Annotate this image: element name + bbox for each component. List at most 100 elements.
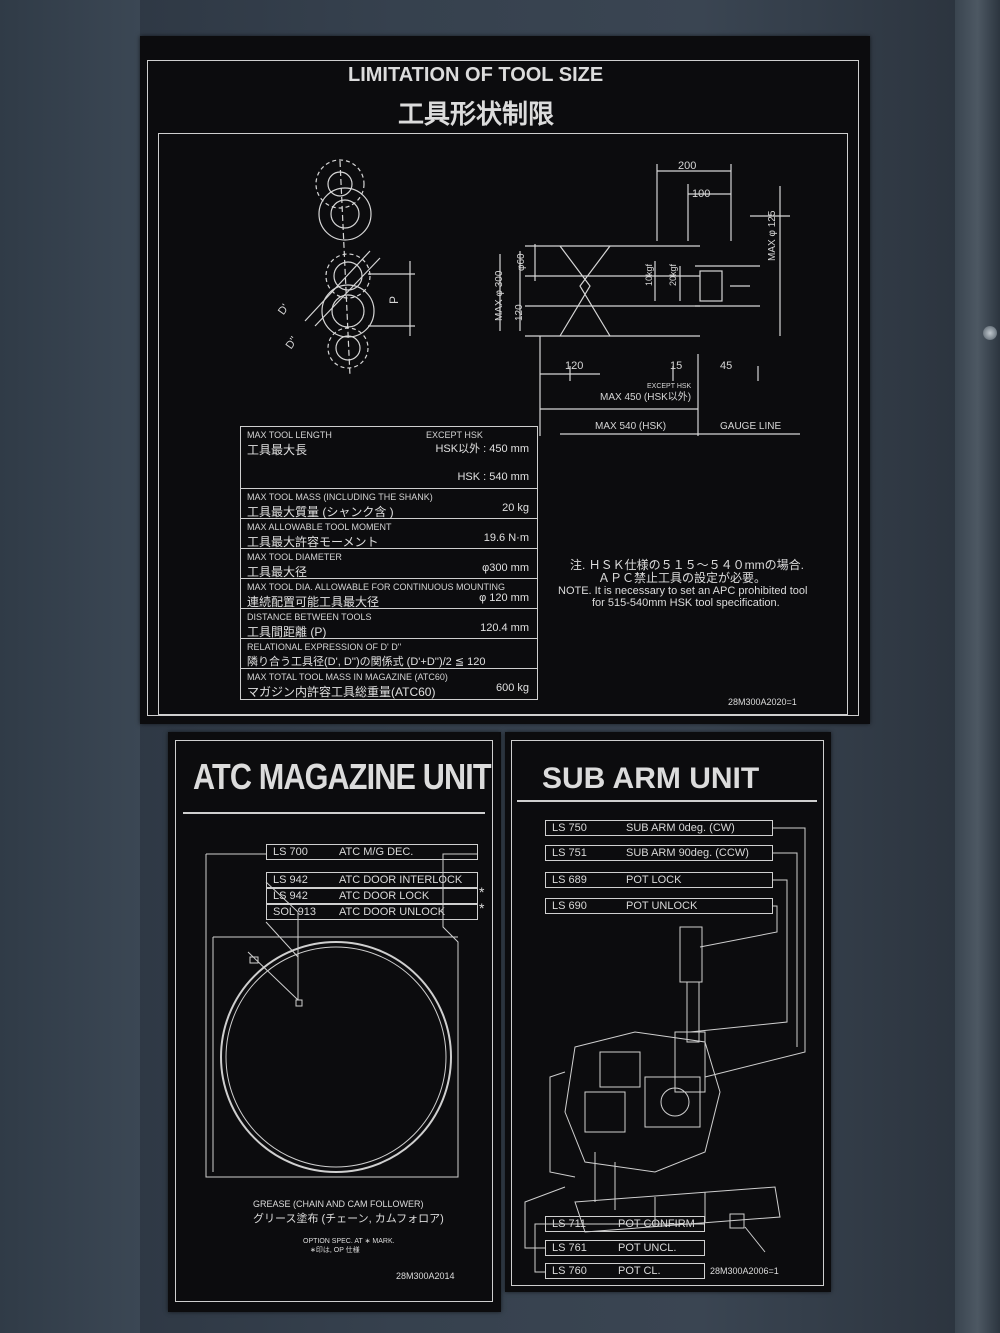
switch-desc: SUB ARM 0deg. (CW) [626,822,735,834]
switch-label-row: LS 760 POT CL. [545,1263,705,1279]
switch-desc: POT CL. [618,1265,661,1277]
note-jp-line-2: ＡＰＣ禁止工具の設定が必要。 [598,571,767,585]
spec-label-en: DISTANCE BETWEEN TOOLS [247,612,372,622]
dim-200: 200 [678,160,696,172]
plate-frame [147,60,859,716]
spec-table: MAX TOOL LENGTH EXCEPT HSK 工具最大長 HSK以外 :… [240,426,538,700]
magazine-chain-circle [220,941,452,1173]
spec-value: 19.6 N·m [483,532,529,544]
spec-label-jp: 工具最大長 [247,443,308,457]
switch-id: LS 942 [273,890,308,902]
switch-label-row: LS 751 SUB ARM 90deg. (CCW) [545,845,773,861]
spec-label-en: MAX TOOL LENGTH [247,430,332,440]
label-d-double-prime: D'' [284,335,301,352]
spec-label-jp: 工具最大許容モーメント [247,535,379,549]
switch-desc: ATC DOOR UNLOCK [339,906,446,918]
sub-arm-plate: SUB ARM UNIT LS 750 SUB ARM 0deg. (CW) L… [505,732,831,1292]
plate-title-en: LIMITATION OF TOOL SIZE [348,64,604,86]
spec-row: MAX ALLOWABLE TOOL MOMENT 工具最大許容モーメント 19… [241,519,537,549]
switch-desc: POT CONFIRM [618,1218,695,1230]
switch-label-row: LS 711 POT CONFIRM [545,1216,705,1232]
switch-id: SOL 913 [273,906,317,918]
dim-100: 100 [692,188,710,200]
spec-row: MAX TOOL DIAMETER 工具最大径 φ300 mm [241,549,537,579]
option-star-mark: * [479,884,485,900]
spec-label-jp: 連続配置可能工具最大径 [247,595,380,609]
panel-right-edge [955,0,1000,1333]
spec-label-jp: 隣り合う工具径(D', D'')の関係式 (D'+D'')/2 ≦ 120 [247,656,486,668]
dim-10kgf: 10kgf [644,263,654,286]
switch-label-row: LS 761 POT UNCL. [545,1240,705,1256]
pot-circle [330,199,360,229]
sub-arm-title: SUB ARM UNIT [542,762,760,795]
switch-id: LS 761 [552,1242,587,1254]
spec-label-en: MAX TOTAL TOOL MASS IN MAGAZINE (ATC60) [247,672,448,682]
dim-max-450: MAX 450 (HSK以外) [600,391,691,403]
spec-label-en: MAX ALLOWABLE TOOL MOMENT [247,522,392,532]
option-spec-jp: ∗印は, OP 仕様 [310,1247,360,1254]
switch-id: LS 711 [552,1218,587,1230]
switch-desc: POT LOCK [626,874,682,886]
spec-value: 120.4 mm [480,622,529,634]
note-en-line-2: for 515-540mm HSK tool specification. [592,597,780,609]
dim-120-horizontal: 120 [565,360,583,372]
switch-desc: POT UNCL. [618,1242,677,1254]
spec-label-en: MAX TOOL MASS (INCLUDING THE SHANK) [247,492,433,502]
spec-row: MAX TOTAL TOOL MASS IN MAGAZINE (ATC60) … [241,669,537,701]
pot-circle [335,335,361,361]
switch-desc: POT UNLOCK [626,900,698,912]
switch-desc: ATC M/G DEC. [339,846,414,858]
atc-title: ATC MAGAZINE UNIT [193,756,492,797]
label-p: P [387,296,401,304]
part-number: 28M300A2020=1 [728,697,797,707]
switch-id: LS 689 [552,874,587,886]
dim-15: 15 [670,360,682,372]
spec-label-jp: 工具最大径 [247,565,308,579]
pot-circle [318,187,372,241]
switch-desc: SUB ARM 90deg. (CCW) [626,847,749,859]
screw-icon [983,326,997,340]
magazine-diagram [205,853,478,1178]
plate-frame [511,740,824,1286]
note-jp-line-1: 注. ＨＳＫ仕様の５１５～５４０mmの場合. [570,558,804,572]
switch-id: LS 750 [552,822,587,834]
option-star-mark: * [479,900,485,916]
switch-label-row: LS 942 ATC DOOR LOCK [266,888,478,904]
atc-magazine-plate: ATC MAGAZINE UNIT LS 700 ATC M/G DEC. LS… [168,732,501,1312]
note-en-line-1: NOTE. It is necessary to set an APC proh… [558,585,808,597]
title-divider [183,812,485,814]
spec-label-jp: 工具間距離 (P) [247,625,327,639]
spec-value: HSK以外 : 450 mm [435,443,529,455]
label-gauge-line: GAUGE LINE [720,421,781,432]
grease-note-jp: グリース塗布 (チェーン, カムフォロア) [253,1213,444,1225]
title-divider [517,800,817,802]
tool-dimension-diagram: D' D'' P 200 100 MAX φ 125 MAX φ 300 φ60… [276,159,800,436]
part-number: 28M300A2014 [396,1271,455,1281]
switch-label-row: LS 750 SUB ARM 0deg. (CW) [545,820,773,836]
plate-title-jp: 工具形状制限 [398,99,555,129]
inner-frame [158,133,848,715]
panel-left-shade [0,0,140,1333]
spec-label-en: RELATIONAL EXPRESSION OF D' D'' [247,642,402,652]
spec-value-2: HSK : 540 mm [457,471,529,483]
switch-id: LS 700 [273,846,308,858]
grease-note-en: GREASE (CHAIN AND CAM FOLLOWER) [253,1199,424,1209]
spec-label-jp: 工具最大質量 (シャンク含 ) [247,505,394,519]
dim-45: 45 [720,360,732,372]
dim-max-300: MAX φ 300 [494,270,505,321]
switch-label-row: LS 942 ATC DOOR INTERLOCK [266,872,478,888]
dim-20kgf: 20kgf [668,263,678,286]
dim-phi-60: φ60 [516,253,527,271]
spec-row: MAX TOOL MASS (INCLUDING THE SHANK) 工具最大… [241,489,537,519]
dim-max-540: MAX 540 (HSK) [595,421,666,432]
spec-label-en: MAX TOOL DIAMETER [247,552,342,562]
switch-id: LS 690 [552,900,587,912]
spec-row: RELATIONAL EXPRESSION OF D' D'' 隣り合う工具径(… [241,639,537,669]
switch-label-row: SOL 913 ATC DOOR UNLOCK [266,904,478,920]
dim-120-vertical: 120 [514,304,525,321]
switch-id: LS 760 [552,1265,587,1277]
spec-label-en-2: EXCEPT HSK [426,430,483,440]
switch-id: LS 942 [273,874,308,886]
spec-row: MAX TOOL DIA. ALLOWABLE FOR CONTINUOUS M… [241,579,537,609]
part-number: 28M300A2006=1 [710,1266,779,1276]
